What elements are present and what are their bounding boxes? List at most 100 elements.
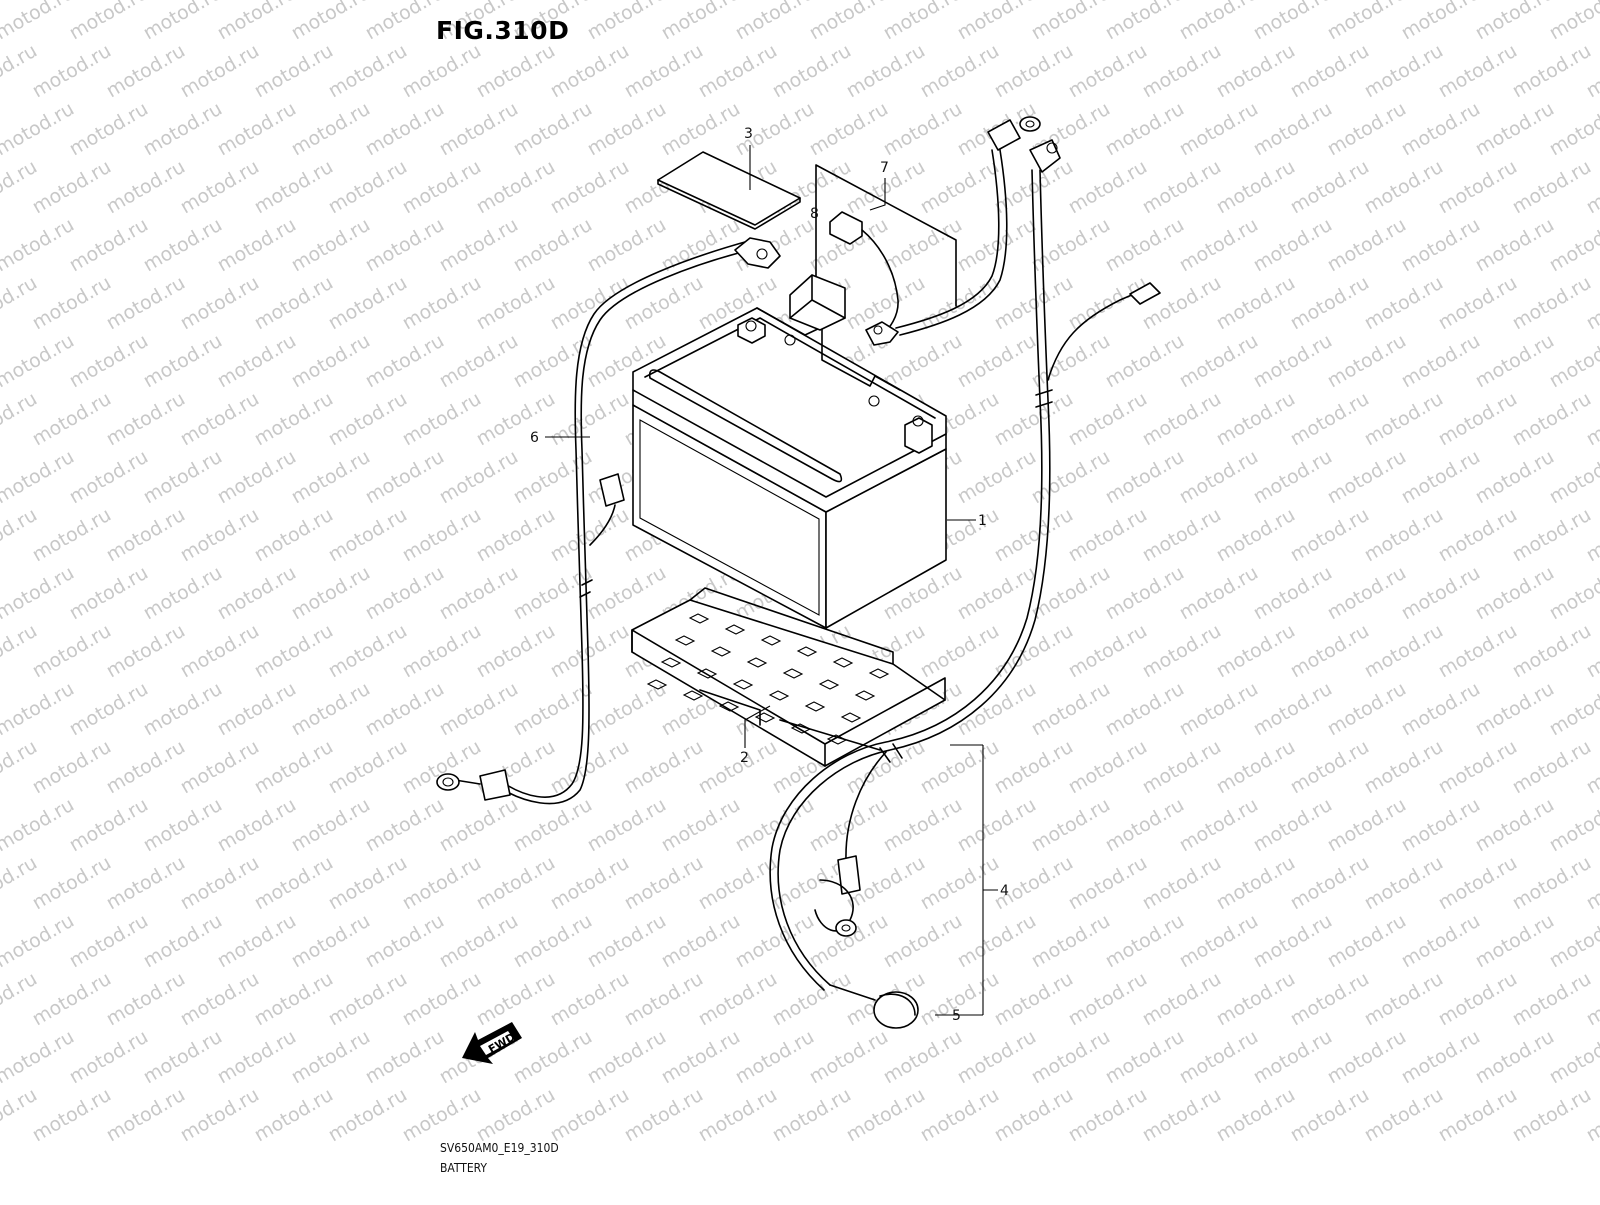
watermark-text: motod.ru bbox=[473, 1084, 559, 1147]
watermark-text: motod.ru bbox=[251, 388, 337, 451]
watermark-text: motod.ru bbox=[1546, 446, 1600, 509]
watermark-text: motod.ru bbox=[1102, 98, 1188, 161]
watermark-text: motod.ru bbox=[325, 620, 411, 683]
watermark-text: motod.ru bbox=[288, 1026, 374, 1089]
watermark-text: motod.ru bbox=[1250, 794, 1336, 857]
watermark-text: motod.ru bbox=[1065, 40, 1151, 103]
watermark-text: motod.ru bbox=[1324, 562, 1410, 625]
watermark-text: motod.ru bbox=[1324, 910, 1410, 973]
watermark-text: motod.ru bbox=[1472, 562, 1558, 625]
watermark-text: motod.ru bbox=[140, 910, 226, 973]
watermark-text: motod.ru bbox=[1509, 388, 1595, 451]
watermark-text: motod.ru bbox=[1546, 98, 1600, 161]
watermark-text: motod.ru bbox=[954, 910, 1040, 973]
watermark-text: motod.ru bbox=[251, 852, 337, 915]
watermark-text: motod.ru bbox=[1398, 214, 1484, 277]
watermark-text: motod.ru bbox=[1213, 156, 1299, 219]
watermark-text: motod.ru bbox=[1139, 40, 1225, 103]
watermark-text: motod.ru bbox=[1139, 852, 1225, 915]
watermark-text: motod.ru bbox=[214, 446, 300, 509]
watermark-text: motod.ru bbox=[547, 968, 633, 1031]
watermark-text: motod.ru bbox=[991, 388, 1077, 451]
watermark-text: motod.ru bbox=[1324, 214, 1410, 277]
watermark-text: motod.ru bbox=[251, 156, 337, 219]
watermark-text: motod.ru bbox=[1361, 272, 1447, 335]
watermark-text: motod.ru bbox=[1213, 620, 1299, 683]
watermark-text: motod.ru bbox=[1028, 678, 1114, 741]
watermark-text: motod.ru bbox=[288, 98, 374, 161]
watermark-text: motod.ru bbox=[695, 852, 781, 915]
watermark-text: motod.ru bbox=[1102, 1026, 1188, 1089]
watermark-text: motod.ru bbox=[1213, 40, 1299, 103]
watermark-text: motod.ru bbox=[1139, 968, 1225, 1031]
watermark-text: motod.ru bbox=[1435, 504, 1521, 567]
watermark-text: motod.ru bbox=[214, 794, 300, 857]
watermark-text: motod.ru bbox=[1287, 736, 1373, 799]
watermark-text: motod.ru bbox=[362, 678, 448, 741]
watermark-text: motod.ru bbox=[1324, 1026, 1410, 1089]
watermark-text: motod.ru bbox=[1250, 446, 1336, 509]
watermark-text: motod.ru bbox=[251, 1084, 337, 1147]
watermark-text: motod.ru bbox=[1065, 736, 1151, 799]
watermark-text: motod.ru bbox=[584, 794, 670, 857]
watermark-text: motod.ru bbox=[325, 736, 411, 799]
watermark-text: motod.ru bbox=[1398, 1026, 1484, 1089]
watermark-text: motod.ru bbox=[732, 0, 818, 44]
watermark-text: motod.ru bbox=[1287, 156, 1373, 219]
watermark-text: motod.ru bbox=[362, 794, 448, 857]
watermark-text: motod.ru bbox=[510, 910, 596, 973]
watermark-text: motod.ru bbox=[917, 1084, 1003, 1147]
watermark-text: motod.ru bbox=[1398, 794, 1484, 857]
watermark-text: motod.ru bbox=[362, 1026, 448, 1089]
watermark-text: motod.ru bbox=[177, 736, 263, 799]
watermark-text: motod.ru bbox=[1213, 272, 1299, 335]
watermark-text: motod.ru bbox=[66, 678, 152, 741]
watermark-text: motod.ru bbox=[399, 852, 485, 915]
watermark-text: motod.ru bbox=[584, 562, 670, 625]
watermark-text: motod.ru bbox=[1509, 40, 1595, 103]
watermark-text: motod.ru bbox=[1139, 272, 1225, 335]
watermark-text: motod.ru bbox=[66, 214, 152, 277]
watermark-text: motod.ru bbox=[954, 794, 1040, 857]
watermark-text: motod.ru bbox=[1472, 214, 1558, 277]
watermark-text: motod.ru bbox=[325, 852, 411, 915]
watermark-text: motod.ru bbox=[510, 562, 596, 625]
watermark-text: motod.ru bbox=[1509, 504, 1595, 567]
watermark-text: motod.ru bbox=[1176, 98, 1262, 161]
watermark-text: motod.ru bbox=[510, 1026, 596, 1089]
watermark-text: motod.ru bbox=[29, 620, 115, 683]
watermark-text: motod.ru bbox=[1546, 214, 1600, 277]
watermark-text: motod.ru bbox=[66, 794, 152, 857]
watermark-text: motod.ru bbox=[880, 98, 966, 161]
watermark-text: motod.ru bbox=[177, 504, 263, 567]
watermark-text: motod.ru bbox=[362, 98, 448, 161]
watermark-text: motod.ru bbox=[1435, 1084, 1521, 1147]
watermark-text: motod.ru bbox=[1102, 910, 1188, 973]
watermark-text: motod.ru bbox=[732, 910, 818, 973]
watermark-text: motod.ru bbox=[1176, 1026, 1262, 1089]
watermark-text: motod.ru bbox=[1472, 678, 1558, 741]
watermark-text: motod.ru bbox=[1398, 446, 1484, 509]
model-code: SV650AM0_E19_310D bbox=[440, 1141, 559, 1155]
watermark-text: motod.ru bbox=[769, 1084, 855, 1147]
watermark-text: motod.ru bbox=[29, 388, 115, 451]
watermark-text: motod.ru bbox=[1139, 156, 1225, 219]
watermark-text: motod.ru bbox=[473, 968, 559, 1031]
watermark-text: motod.ru bbox=[1028, 910, 1114, 973]
watermark-text: motod.ru bbox=[140, 98, 226, 161]
watermark-text: motod.ru bbox=[1398, 910, 1484, 973]
watermark-text: motod.ru bbox=[658, 794, 744, 857]
watermark-text: motod.ru bbox=[1287, 388, 1373, 451]
watermark-text: motod.ru bbox=[436, 214, 522, 277]
watermark-text: motod.ru bbox=[954, 0, 1040, 44]
callout-8: 8 bbox=[810, 206, 819, 222]
watermark-text: motod.ru bbox=[658, 910, 744, 973]
watermark-text: motod.ru bbox=[66, 910, 152, 973]
watermark-text: motod.ru bbox=[473, 852, 559, 915]
watermark-text: motod.ru bbox=[436, 910, 522, 973]
watermark-text: motod.ru bbox=[1028, 330, 1114, 393]
watermark-text: motod.ru bbox=[547, 852, 633, 915]
watermark-text: motod.ru bbox=[1324, 330, 1410, 393]
watermark-text: motod.ru bbox=[399, 156, 485, 219]
section-name: BATTERY bbox=[440, 1161, 487, 1175]
